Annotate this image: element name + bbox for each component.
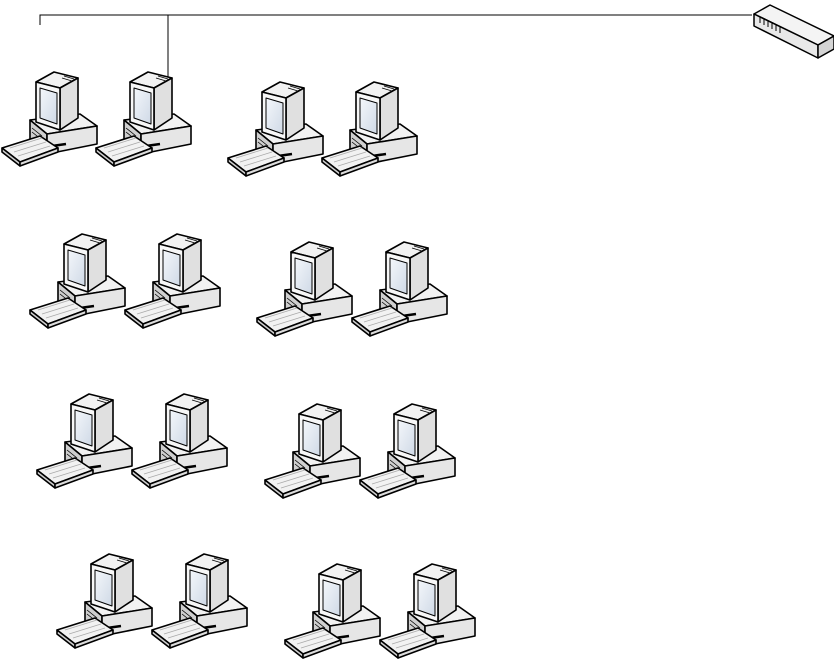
desktop-computer-icon: [94, 70, 193, 168]
desktop-computer-icon: [150, 552, 249, 650]
desktop-computer-icon: [350, 240, 449, 338]
desktop-computer-icon: [283, 562, 382, 659]
desktop-computer-icon: [55, 552, 154, 650]
network-switch-icon: [753, 4, 834, 59]
network-link: [39, 14, 752, 25]
desktop-computer-icon: [130, 392, 229, 490]
desktop-computer-icon: [263, 402, 362, 500]
desktop-computer-icon: [28, 232, 127, 330]
desktop-computer-icon: [0, 70, 99, 168]
desktop-computer-icon: [123, 232, 222, 330]
desktop-computer-icon: [35, 392, 134, 490]
desktop-computer-icon: [255, 240, 354, 338]
desktop-computer-icon: [378, 562, 477, 659]
desktop-computer-icon: [320, 80, 419, 178]
desktop-computer-icon: [226, 80, 325, 178]
desktop-computer-icon: [358, 402, 457, 500]
